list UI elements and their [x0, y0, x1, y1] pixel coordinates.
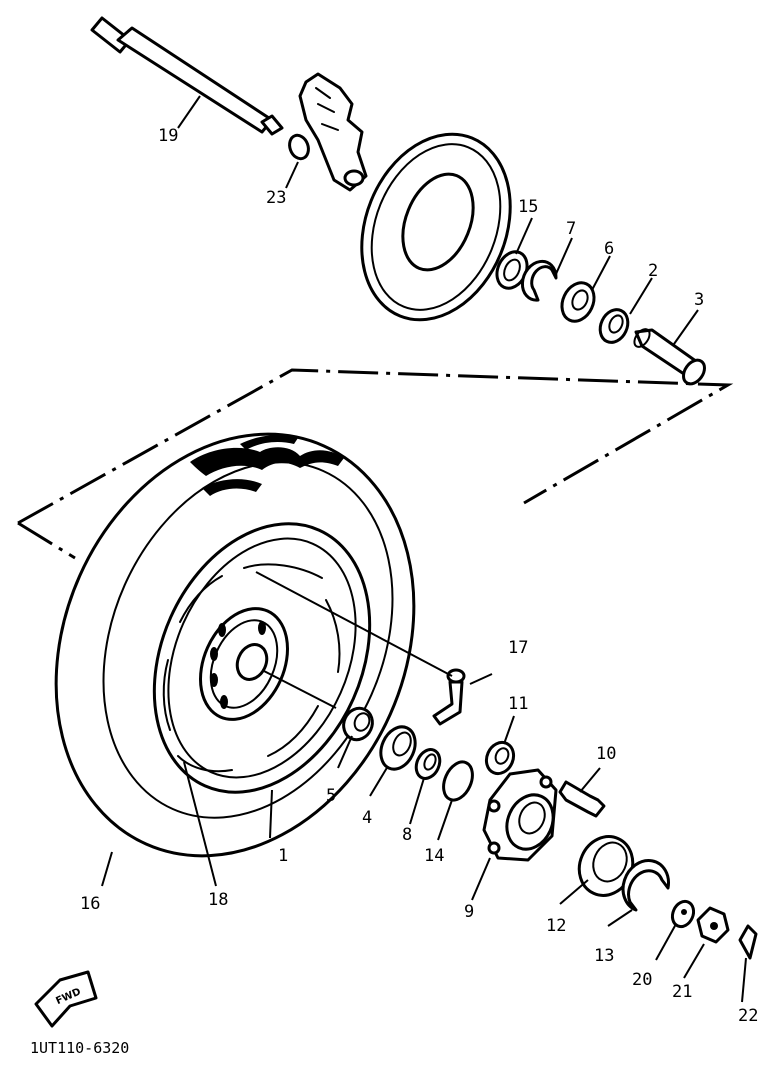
callout-8: 8: [402, 825, 412, 845]
collar-11: [484, 740, 516, 776]
drawing-code: 1UT110-6320: [30, 1039, 129, 1057]
callout-17: 17: [508, 638, 528, 658]
spacer-2: [598, 308, 630, 344]
o-ring-14: [442, 760, 474, 802]
nut-21: [696, 906, 730, 944]
circlip-13: [621, 859, 670, 912]
hub-centerline: [17, 368, 734, 525]
callout-9: 9: [464, 902, 474, 922]
callout-15: 15: [518, 197, 538, 217]
callout-4: 4: [362, 808, 372, 828]
circlip-8: [414, 748, 442, 780]
forward-direction-badge: FWD: [34, 970, 98, 1028]
bolt-10: [558, 780, 606, 818]
callout-13: 13: [594, 946, 614, 966]
washer-20: [670, 899, 696, 929]
callout-5: 5: [326, 786, 336, 806]
callout-1: 1: [278, 846, 288, 866]
callout-18: 18: [208, 890, 228, 910]
callout-19: 19: [158, 126, 178, 146]
brake-disc: [360, 132, 512, 322]
caliper-bracket: [298, 72, 368, 192]
circlip-7: [520, 259, 558, 302]
hub-centerline-lower: [17, 521, 76, 560]
callout-12: 12: [546, 916, 566, 936]
callout-7: 7: [566, 219, 576, 239]
rear-axle: [90, 16, 284, 136]
callout-3: 3: [694, 290, 704, 310]
oil-seal-12: [577, 835, 635, 897]
cotter-pin-22: [738, 924, 758, 960]
callout-20: 20: [632, 970, 652, 990]
callout-11: 11: [508, 694, 528, 714]
clutch-hub-9: [482, 768, 558, 862]
collar-3: [633, 328, 706, 386]
callout-14: 14: [424, 846, 444, 866]
bearing-4: [379, 725, 417, 771]
callout-22: 22: [738, 1006, 758, 1026]
leader-lines: [101, 95, 747, 1003]
bearing-6: [560, 281, 596, 323]
wheel-rim: [152, 522, 372, 794]
collar-23: [288, 133, 310, 161]
callouts: 19 23 15 7 6 2 3 17 11 10 5 4 8 14 1 16 …: [80, 126, 758, 1026]
callout-6: 6: [604, 239, 614, 259]
callout-23: 23: [266, 188, 286, 208]
callout-2: 2: [648, 261, 658, 281]
air-valve-17: [432, 668, 466, 726]
callout-21: 21: [672, 982, 692, 1002]
callout-16: 16: [80, 894, 100, 914]
callout-10: 10: [596, 744, 616, 764]
